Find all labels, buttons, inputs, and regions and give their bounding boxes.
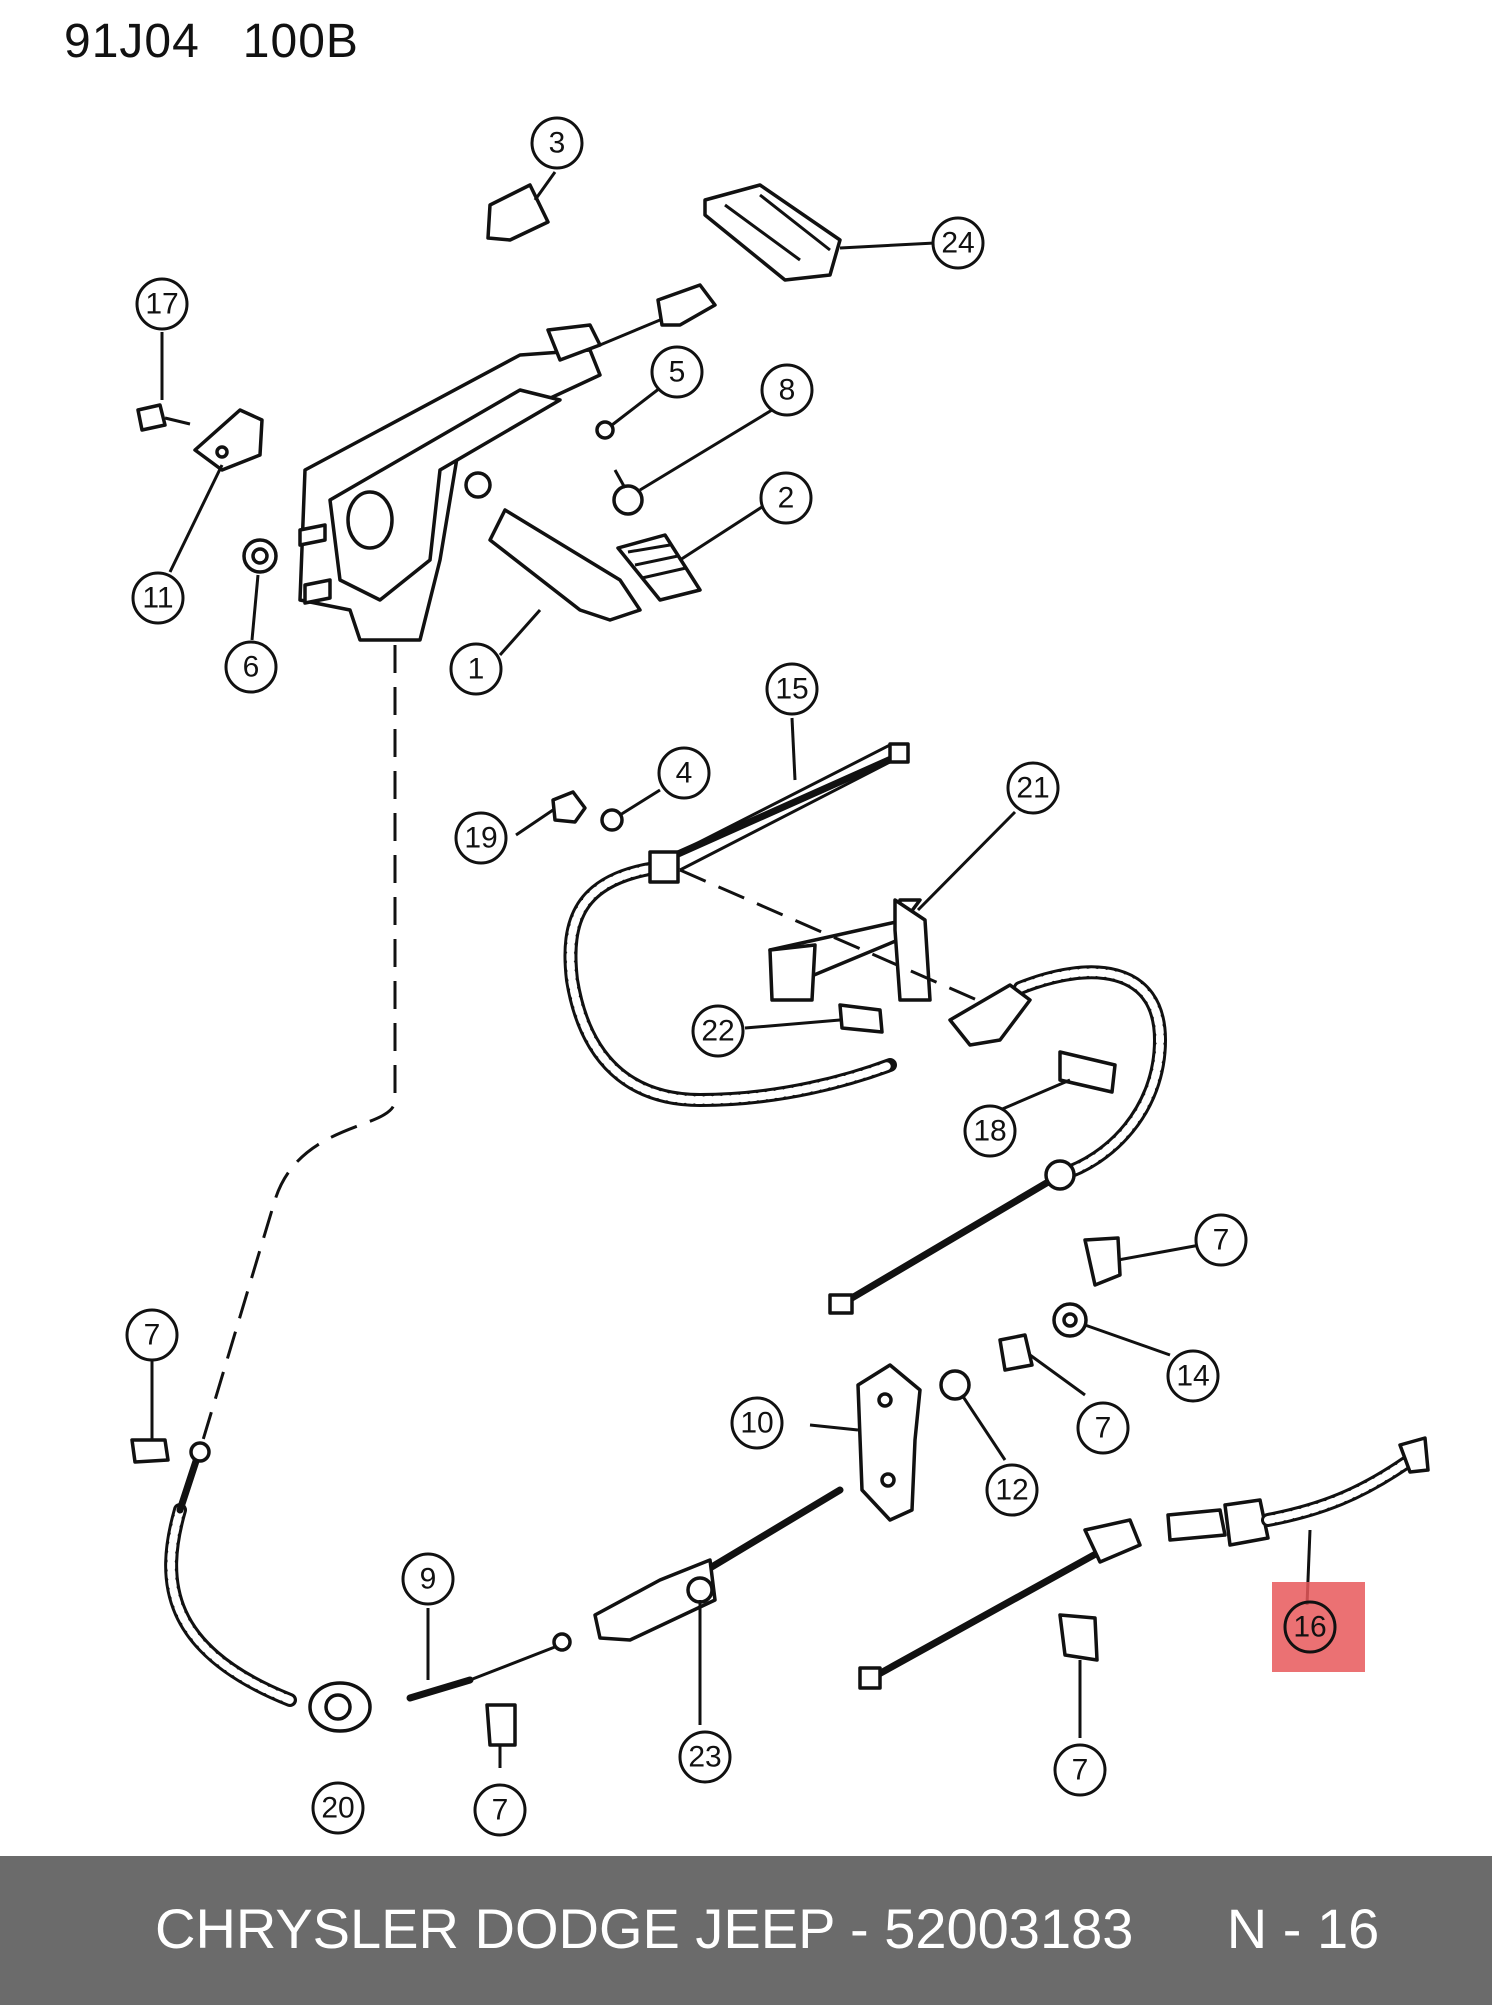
callout-label: 10 xyxy=(740,1407,773,1440)
callout-label: 24 xyxy=(941,227,974,260)
leader-lines xyxy=(150,171,1312,1768)
callout: 19 xyxy=(454,811,508,865)
callout-label: 8 xyxy=(779,374,796,407)
nut-19 xyxy=(551,790,587,824)
knob-3 xyxy=(486,183,550,242)
diagram-code: 91J04 100B xyxy=(64,14,359,69)
callout: 7 xyxy=(1053,1743,1107,1797)
callout: 24 xyxy=(931,216,985,270)
callout: 9 xyxy=(401,1552,455,1606)
callout-label: 1 xyxy=(468,653,485,686)
callout-label: 9 xyxy=(420,1563,437,1596)
washer-12 xyxy=(939,1369,971,1401)
equalizer-10 xyxy=(856,1363,922,1522)
callout-label: 22 xyxy=(701,1015,734,1048)
callout-label: 23 xyxy=(688,1741,721,1774)
callout: 14 xyxy=(1166,1349,1220,1403)
callout: 10 xyxy=(730,1396,784,1450)
bolt-22 xyxy=(838,1003,884,1034)
parts-diagram: 3 24 17 5 8 2 11 6 1 15 4 19 21 22 18 7 … xyxy=(125,116,1430,1837)
callout-label: 7 xyxy=(1072,1754,1089,1787)
switch-11 xyxy=(193,408,264,472)
footer-bar: CHRYSLER DODGE JEEP - 52003183 N - 16 xyxy=(0,1856,1492,2005)
callout: 23 xyxy=(678,1730,732,1784)
callout-label: 18 xyxy=(973,1115,1006,1148)
callout-label: 21 xyxy=(1016,772,1049,805)
callout: 21 xyxy=(1006,761,1060,815)
grommet-20 xyxy=(308,1681,372,1733)
callout: 7 xyxy=(1194,1213,1248,1267)
callout: 22 xyxy=(691,1004,745,1058)
clip-7-left xyxy=(130,1438,170,1464)
callout-label: 19 xyxy=(464,822,497,855)
bolt-17 xyxy=(136,403,191,432)
pedal-pad xyxy=(616,533,702,602)
callout: 18 xyxy=(963,1104,1017,1158)
cover-24 xyxy=(703,183,842,282)
callout: 12 xyxy=(985,1463,1039,1517)
diagram-code-left: 91J04 xyxy=(64,15,200,68)
callout: 1 xyxy=(449,642,503,696)
callout-label: 20 xyxy=(321,1792,354,1825)
washer-4 xyxy=(600,808,624,832)
callout-label: 7 xyxy=(1213,1224,1230,1257)
callout-label: 15 xyxy=(775,673,808,706)
footer-text: CHRYSLER DODGE JEEP - 52003183 N - 16 xyxy=(155,1897,1380,1960)
callout: 8 xyxy=(760,363,814,417)
callout-label: 11 xyxy=(142,582,173,615)
callout-label: 7 xyxy=(492,1794,509,1827)
callout-label: 17 xyxy=(145,288,178,321)
callout: 7 xyxy=(125,1308,179,1362)
callout-label: 5 xyxy=(669,356,686,389)
callout-label: 6 xyxy=(243,651,260,684)
nut-6 xyxy=(242,538,278,574)
bracket-21 xyxy=(768,898,932,1002)
callout: 17 xyxy=(135,277,189,331)
callout-highlighted: 16 xyxy=(1283,1600,1337,1654)
callout: 6 xyxy=(224,640,278,694)
callout-label: 16 xyxy=(1293,1611,1326,1644)
callout-label: 2 xyxy=(778,482,795,515)
callout: 11 xyxy=(131,571,185,625)
washer-5 xyxy=(595,420,615,440)
callout: 7 xyxy=(473,1783,527,1837)
nut-13 xyxy=(998,1333,1034,1372)
callout: 15 xyxy=(765,662,819,716)
release-handle xyxy=(599,283,717,347)
clip-7-bottom xyxy=(485,1703,517,1747)
bolt-18 xyxy=(1058,1050,1117,1094)
right-rear-cable xyxy=(858,1436,1430,1690)
rod-9 xyxy=(406,1632,572,1702)
callout-label: 12 xyxy=(995,1474,1028,1507)
pedal-bracket xyxy=(298,323,642,642)
callout: 4 xyxy=(657,746,711,800)
front-cable xyxy=(563,742,910,1108)
highlight-box xyxy=(1272,1582,1365,1672)
diagram-code-right: 100B xyxy=(242,15,359,68)
callout-label: 7 xyxy=(1095,1412,1112,1445)
callout: 7 xyxy=(1076,1401,1130,1455)
left-rear-cable xyxy=(164,1441,297,1707)
callout-label: 7 xyxy=(144,1319,161,1352)
intermediate-cable xyxy=(828,965,1168,1315)
bolt-8 xyxy=(612,469,644,516)
callout: 2 xyxy=(759,471,813,525)
callout-label: 3 xyxy=(549,127,566,160)
callout-label: 14 xyxy=(1176,1360,1209,1393)
nut-14 xyxy=(1052,1302,1088,1338)
callout: 3 xyxy=(530,116,584,170)
callout: 5 xyxy=(650,345,704,399)
clip-7-mid xyxy=(1083,1236,1122,1287)
callout: 20 xyxy=(311,1781,365,1835)
clip-7-right xyxy=(1058,1613,1099,1662)
adjuster-23 xyxy=(593,1486,844,1642)
callout-label: 4 xyxy=(676,757,693,790)
